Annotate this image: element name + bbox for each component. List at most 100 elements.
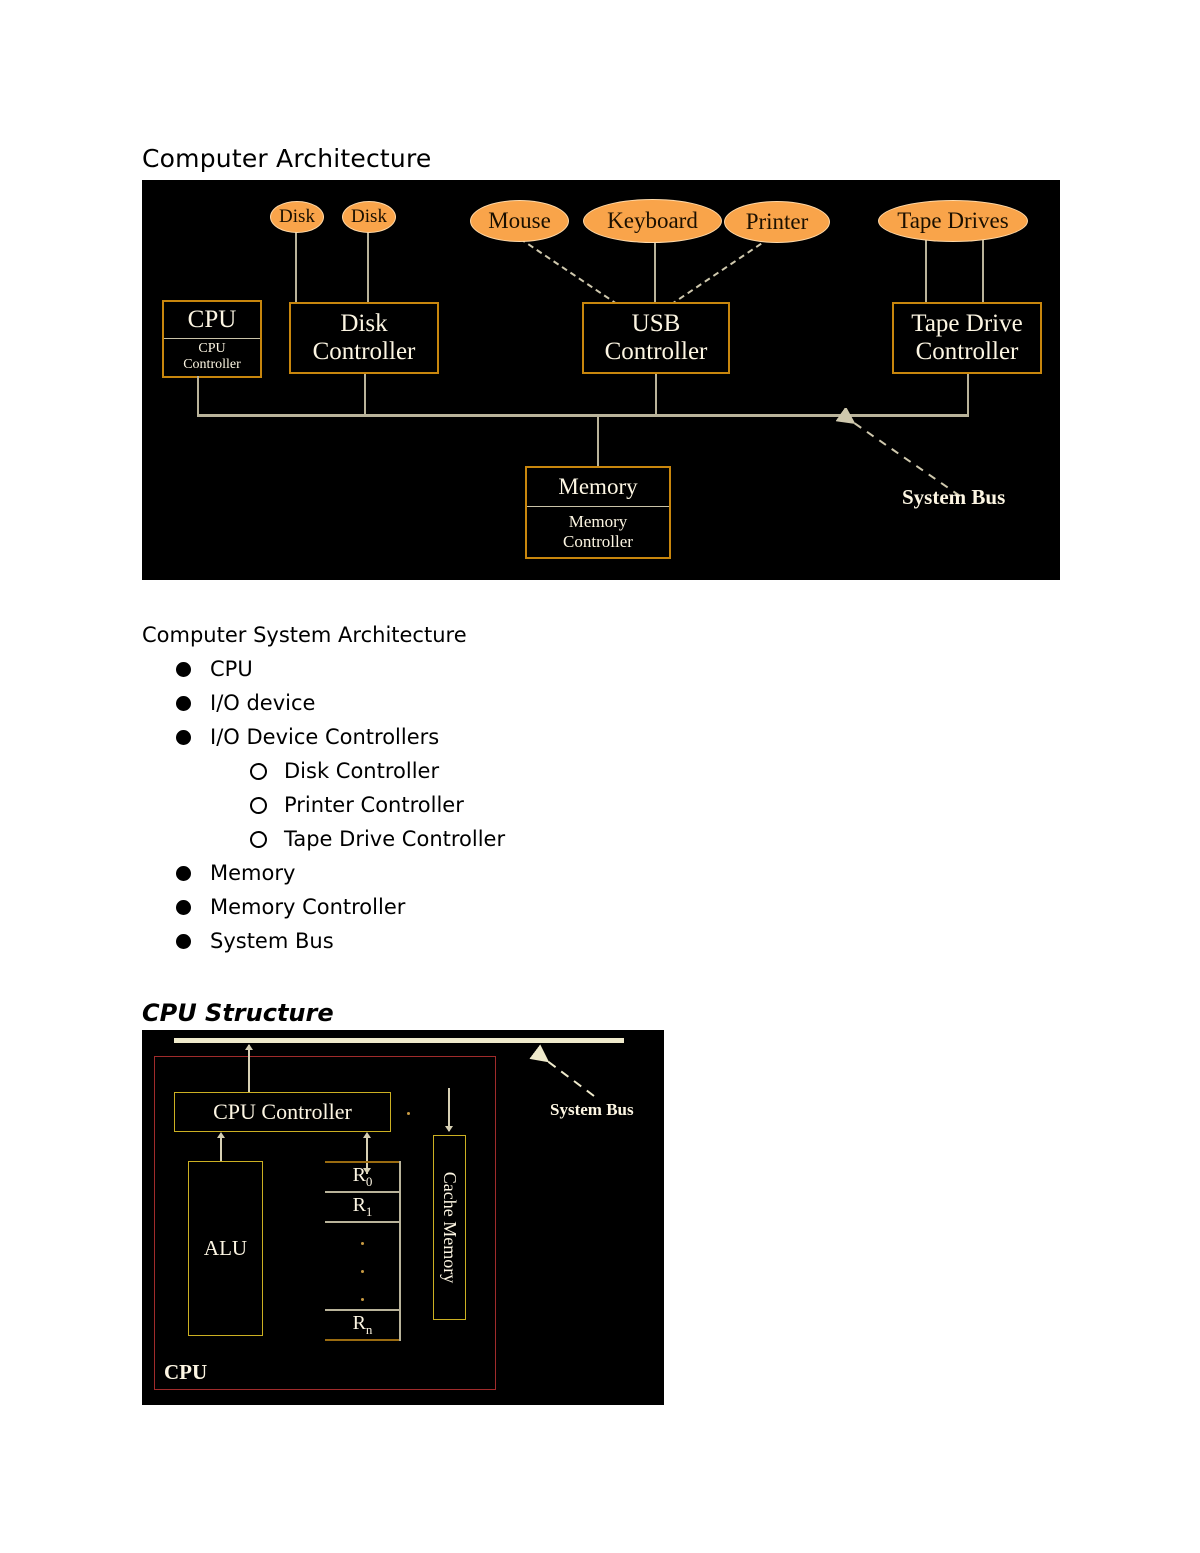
device-disk-2: Disk (343, 202, 395, 232)
device-tape-drives: Tape Drives (879, 201, 1027, 241)
arrow-bus-cache (448, 1088, 450, 1131)
list-item-label: Printer Controller (284, 793, 464, 817)
alu-box: ALU (188, 1161, 263, 1336)
arrow-head-up-icon (245, 1044, 253, 1050)
device-printer: Printer (725, 202, 829, 242)
tape-drive-controller-line-1: Tape Drive (911, 310, 1023, 337)
section-title-cpu-structure: CPU Structure (142, 999, 334, 1027)
filled-bullet-icon (176, 899, 191, 915)
device-mouse-label: Mouse (488, 208, 551, 233)
hollow-bullet-icon (250, 762, 267, 780)
cpu-box-subtitle-1: CPU (198, 341, 226, 357)
wire-disk1-to-disk-controller (295, 230, 297, 305)
ellipsis-dot-icon (361, 1242, 364, 1245)
cpu-structure-diagram: CPU Controller ALU R0 R1 Rn Cache Memory (142, 1030, 664, 1405)
cpu-system-bus-bar (174, 1038, 624, 1043)
device-keyboard-label: Keyboard (607, 208, 698, 233)
computer-architecture-diagram: Disk Disk Mouse Keyboard Printer Tape Dr… (142, 180, 1060, 580)
wire-disk-controller-to-bus (364, 374, 366, 416)
device-tape-drives-label: Tape Drives (897, 208, 1009, 233)
device-printer-label: Printer (745, 209, 809, 234)
register-separator (325, 1339, 400, 1341)
tape-drive-controller-line-2: Controller (915, 338, 1019, 365)
section-title-computer-system-architecture: Computer System Architecture (142, 623, 467, 647)
list-item: Tape Drive Controller (142, 822, 742, 856)
ellipsis-dot-icon (361, 1270, 364, 1273)
usb-controller-line-1: USB (631, 310, 681, 337)
disk-controller-line-2: Controller (312, 338, 416, 365)
hollow-bullet-icon (250, 830, 267, 848)
wire-printer-to-usb-controller (670, 231, 779, 306)
cpu-controller-box: CPU Controller (174, 1092, 391, 1132)
filled-bullet-icon (176, 695, 191, 711)
wire-bus-to-memory (597, 416, 599, 468)
usb-controller-line-2: Controller (604, 338, 708, 365)
list-item: CPU (142, 652, 742, 686)
filled-bullet-icon (176, 729, 191, 745)
filled-bullet-icon (176, 933, 191, 949)
arrow-controller-alu (220, 1134, 222, 1174)
list-item-label: I/O Device Controllers (210, 725, 440, 749)
list-item: I/O device (142, 686, 742, 720)
arrow-head-up-icon (363, 1132, 371, 1138)
list-item-label: Memory (210, 861, 296, 885)
register-rn-label: Rn (352, 1312, 373, 1337)
list-item-label: I/O device (210, 691, 316, 715)
cpu-boundary-box (154, 1056, 496, 1390)
device-keyboard: Keyboard (584, 200, 721, 242)
cpu-system-bus-callout-arrow (529, 1044, 595, 1097)
wire-disk2-to-disk-controller (367, 230, 369, 305)
list-item: Memory (142, 856, 742, 890)
cache-memory-box: Cache Memory (433, 1135, 466, 1320)
wire-tapedrives-left-to-controller (925, 232, 927, 305)
device-mouse: Mouse (471, 201, 568, 241)
wire-keyboard-to-usb-controller (654, 232, 656, 305)
cpu-boundary-label: CPU (164, 1360, 208, 1384)
cpu-box-subtitle-2: Controller (183, 357, 241, 373)
cpu-controller-label: CPU Controller (213, 1099, 352, 1124)
list-item-label: System Bus (210, 929, 334, 953)
wire-usb-controller-to-bus (655, 374, 657, 416)
list-item: Disk Controller (142, 754, 742, 788)
register-separator (325, 1191, 400, 1193)
cpu-box-title: CPU (187, 305, 237, 333)
cpu-system-bus-label: System Bus (550, 1100, 634, 1119)
list-item-label: CPU (210, 657, 253, 681)
wire-tape-controller-to-bus (967, 374, 969, 416)
ellipsis-dot-icon (361, 1298, 364, 1301)
arrow-head-down-icon (363, 1168, 371, 1174)
register-separator (325, 1309, 400, 1311)
wire-tapedrives-right-to-controller (982, 232, 984, 305)
register-separator (325, 1221, 400, 1223)
list-item-label: Disk Controller (284, 759, 440, 783)
cpu-box: CPU CPU Controller (162, 300, 262, 378)
disk-controller-line-1: Disk (340, 310, 388, 337)
list-item-label: Memory Controller (210, 895, 406, 919)
disk-controller-box: Disk Controller (289, 302, 439, 374)
usb-controller-box: USB Controller (582, 302, 730, 374)
wire-mouse-to-usb-controller (510, 232, 619, 306)
memory-box-subtitle-1: Memory (568, 512, 628, 532)
hollow-bullet-icon (250, 796, 267, 814)
list-item: Memory Controller (142, 890, 742, 924)
register-separator (325, 1161, 400, 1163)
device-disk-1-label: Disk (279, 206, 315, 227)
arrow-head-up-icon (217, 1132, 225, 1138)
arrow-controller-registers (366, 1134, 368, 1174)
device-disk-2-label: Disk (351, 206, 387, 227)
arrow-head-down-icon (445, 1126, 453, 1132)
wire-cpu-to-bus (197, 376, 199, 416)
register-right-edge (399, 1161, 401, 1341)
tape-drive-controller-box: Tape Drive Controller (892, 302, 1042, 374)
register-r1-label: R1 (352, 1194, 373, 1219)
system-architecture-outline: CPU I/O device I/O Device Controllers Di… (142, 652, 742, 958)
system-bus-line (197, 414, 969, 417)
arrow-bus-cpu-controller (248, 1045, 250, 1100)
device-disk-1: Disk (271, 202, 323, 232)
memory-box-subtitle-2: Controller (563, 531, 633, 551)
cache-memory-label: Cache Memory (440, 1171, 460, 1284)
filled-bullet-icon (176, 865, 191, 881)
memory-box: Memory Memory Controller (525, 466, 671, 559)
connection-dot-icon (407, 1112, 410, 1115)
list-item: System Bus (142, 924, 742, 958)
